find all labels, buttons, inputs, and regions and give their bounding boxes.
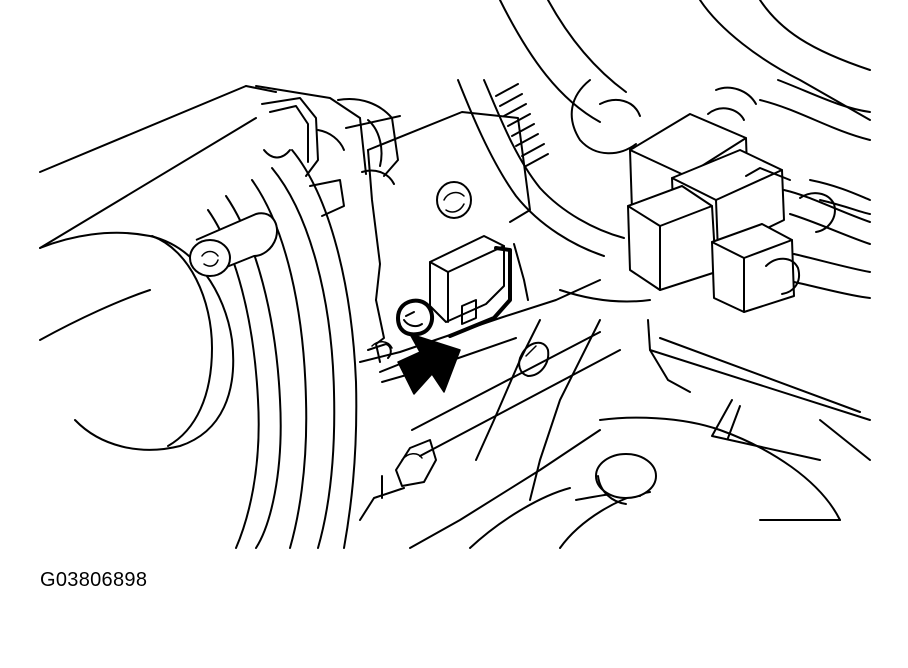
throttle-body-housing bbox=[39, 149, 358, 549]
harness-connectors bbox=[627, 86, 871, 313]
background-edges bbox=[39, 85, 361, 249]
cable-bundle bbox=[699, 0, 871, 215]
arrow-up-right-icon bbox=[397, 333, 461, 395]
figure-caption: G03806898 bbox=[40, 569, 148, 591]
flange-stud bbox=[189, 212, 278, 277]
lower-bracket bbox=[359, 279, 621, 521]
lower-right-housing bbox=[409, 289, 871, 549]
sensor-mounting-bolt bbox=[396, 298, 435, 337]
sensor-unit bbox=[429, 235, 529, 338]
wiring-harness bbox=[457, 0, 641, 257]
sensor-bracket bbox=[361, 111, 531, 301]
intake-block bbox=[261, 97, 401, 217]
